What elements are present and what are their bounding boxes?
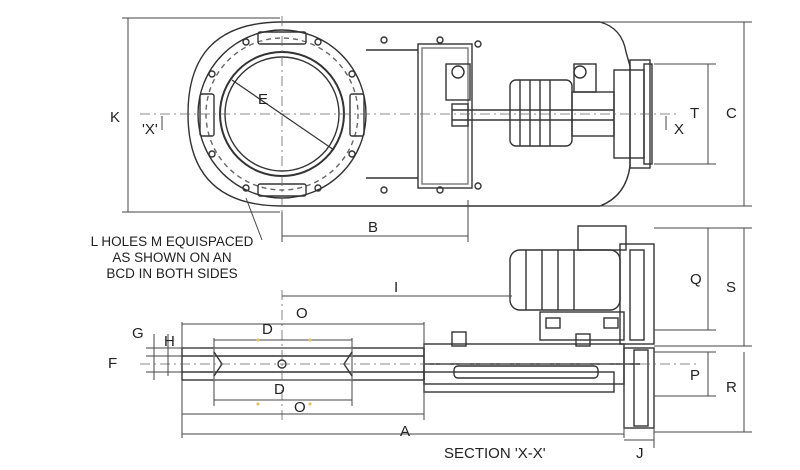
centerlines-section xyxy=(140,290,700,420)
dimensions-top xyxy=(122,17,752,242)
dimension-e-line xyxy=(231,79,335,151)
dimension-label-d-bottom: D xyxy=(274,381,285,398)
dimension-label-t: T xyxy=(690,105,700,122)
dimension-label-s: S xyxy=(726,279,737,296)
dimension-label-f: F xyxy=(108,355,118,372)
dimension-label-r: R xyxy=(726,379,737,396)
centerlines-top xyxy=(140,16,680,212)
dimension-label-q: Q xyxy=(690,271,702,288)
dimension-label-g: G xyxy=(132,325,144,342)
dimension-label-p: P xyxy=(690,367,701,384)
section-marker-left: 'X' xyxy=(142,121,158,138)
dimension-label-j: J xyxy=(636,445,644,462)
dimensions-section xyxy=(146,227,752,448)
dimension-label-h: H xyxy=(164,333,175,350)
dimension-label-i: I xyxy=(394,279,399,296)
note-line: L HOLES M EQUISPACED xyxy=(90,234,254,249)
note-line: BCD IN BOTH SIDES xyxy=(106,266,238,281)
dimension-label-b: B xyxy=(368,219,379,236)
section-marker-right: X xyxy=(674,121,685,138)
mounting-holes-note: L HOLES M EQUISPACED AS SHOWN ON AN BCD … xyxy=(62,234,282,282)
dimension-label-c: C xyxy=(726,105,737,122)
dimension-label-o-top: O xyxy=(296,305,308,322)
dimension-label-a: A xyxy=(400,423,411,440)
dimension-label-o-bottom: O xyxy=(294,399,306,416)
note-line: AS SHOWN ON AN xyxy=(112,250,232,265)
accent-marks xyxy=(256,338,312,406)
dimension-label-e: E xyxy=(258,91,269,108)
dimension-label-d-top: D xyxy=(262,321,273,338)
dimension-label-k: K xyxy=(110,109,121,126)
section-title: SECTION 'X-X' xyxy=(444,445,546,462)
